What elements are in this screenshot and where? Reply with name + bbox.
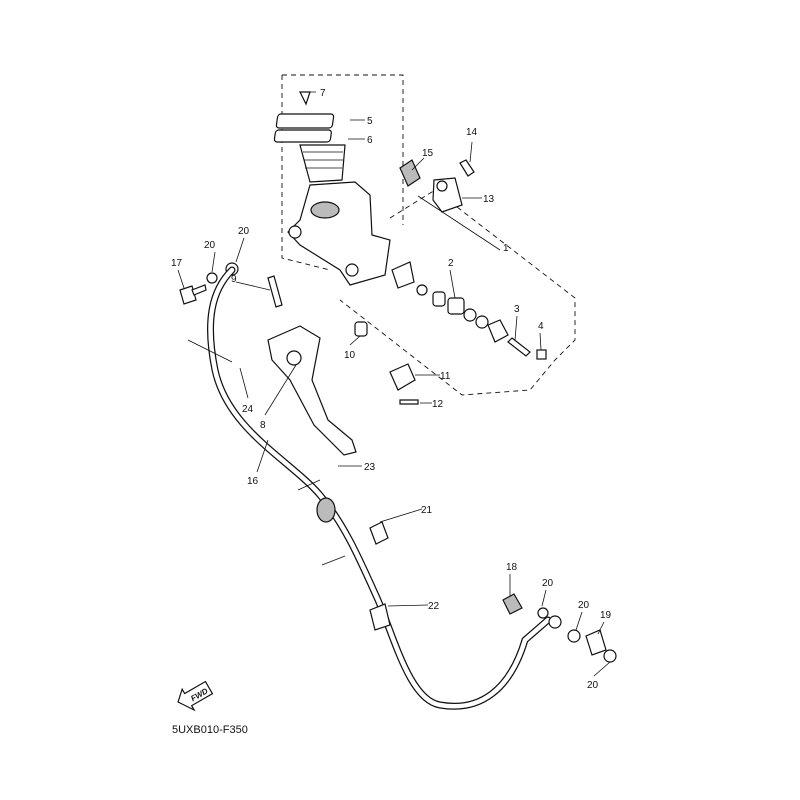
callout-21: 21 [421, 505, 433, 516]
callout-10: 10 [344, 350, 356, 361]
callout-20e: 20 [587, 680, 599, 691]
callout-20d: 20 [578, 600, 590, 611]
leader-lines [177, 91, 611, 677]
fwd-arrow-icon: FWD [177, 680, 214, 712]
callout-23: 23 [364, 462, 376, 473]
callout-14: 14 [466, 127, 478, 138]
callout-2: 2 [448, 258, 454, 269]
brake-switch [354, 321, 419, 405]
callout-17: 17 [171, 258, 183, 269]
callout-11: 11 [440, 371, 451, 382]
master-cylinder-body [287, 181, 391, 286]
callout-22: 22 [428, 601, 440, 612]
callout-20a: 20 [204, 240, 216, 251]
reservoir-cap [273, 91, 346, 183]
holder-clamp [399, 159, 475, 213]
callout-20b: 20 [238, 226, 250, 237]
callout-6: 6 [367, 135, 373, 146]
callout-3: 3 [514, 304, 520, 315]
callout-7: 7 [320, 88, 326, 99]
callout-4: 4 [538, 321, 544, 332]
callout-13: 13 [483, 194, 495, 205]
callout-12: 12 [432, 399, 444, 410]
callout-1: 1 [503, 243, 509, 254]
callout-18: 18 [506, 562, 518, 573]
brake-hose [187, 266, 552, 710]
piston-kit-outline [339, 189, 576, 396]
callout-19: 19 [600, 610, 612, 621]
piston-kit [391, 261, 547, 360]
callout-15: 15 [422, 148, 434, 159]
callout-24: 24 [242, 404, 254, 415]
callout-labels: 7 5 6 14 15 13 1 20 20 17 2 9 3 4 10 11 … [171, 88, 612, 691]
callout-20c: 20 [542, 578, 554, 589]
callout-16: 16 [247, 476, 259, 487]
brake-lever [267, 325, 357, 456]
diagram-code: 5UXB010-F350 [172, 724, 248, 736]
callout-9: 9 [231, 274, 237, 285]
callout-8: 8 [260, 420, 266, 431]
callout-5: 5 [367, 116, 373, 127]
